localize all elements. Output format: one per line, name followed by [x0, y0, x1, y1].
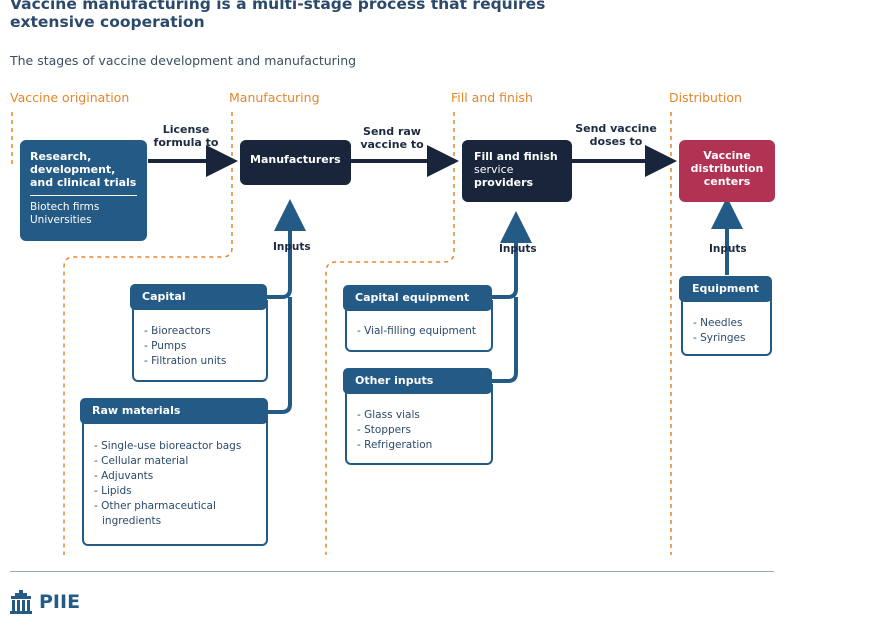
logo-text: PIIE: [39, 591, 81, 613]
list-item: - Single-use bioreactor bags: [94, 440, 242, 452]
footer-divider: [10, 571, 774, 572]
list-item: - Other pharmaceutical: [94, 500, 216, 512]
inputs-label-distribution: Inputs: [709, 243, 747, 255]
page-title: Vaccine manufacturing is a multi-stage p…: [10, 0, 545, 31]
label-send-doses-line-1: Send vaccine: [575, 122, 657, 135]
other-inputs-header: Other inputs: [343, 368, 492, 394]
fill-finish-line-1: Fill and finish: [474, 150, 558, 163]
research-item-biotech: Biotech firms: [30, 201, 100, 213]
label-send-doses-line-2: doses to: [589, 135, 643, 148]
label-send-raw: Send raw vaccine to: [352, 125, 432, 151]
capital-equipment-mfg-list: - Bioreactors - Pumps - Filtration units: [132, 300, 268, 382]
building-icon: [10, 590, 32, 614]
list-item: - Syringes: [693, 332, 746, 344]
research-title-line-1: Research,: [30, 150, 92, 163]
stage-boundaries: [11, 112, 672, 555]
equipment-list: - Needles - Syringes: [681, 292, 772, 356]
stage-heading-distribution: Distribution: [669, 90, 742, 105]
label-send-raw-line-2: vaccine to: [360, 138, 424, 151]
piie-logo: PIIE: [8, 590, 80, 614]
research-title-line-3: and clinical trials: [30, 176, 137, 189]
capital-equipment-ff-header: Capital equipment: [343, 285, 492, 311]
label-send-raw-line-1: Send raw: [363, 125, 421, 138]
list-item: - Cellular material: [94, 455, 189, 467]
label-license-line-2: formula to: [153, 136, 219, 149]
subtitle: The stages of vaccine development and ma…: [10, 53, 357, 68]
list-item: - Glass vials: [357, 409, 420, 421]
distribution-line-2: distribution: [690, 162, 764, 175]
stage-heading-manufacturing: Manufacturing: [229, 90, 320, 105]
research-item-universities: Universities: [30, 214, 92, 226]
connector-manufacturing-inputs: [266, 199, 306, 414]
manufacturers-box: Manufacturers: [240, 140, 351, 185]
label-license-line-1: License: [162, 123, 210, 136]
label-send-doses: Send vaccine doses to: [568, 122, 664, 148]
raw-materials-list: - Single-use bioreactor bags - Cellular …: [82, 415, 268, 546]
research-divider: [30, 195, 137, 196]
stage-heading-origination: Vaccine origination: [10, 90, 130, 105]
list-item: - Adjuvants: [94, 470, 154, 482]
research-box: Research, development, and clinical tria…: [20, 140, 147, 241]
fill-finish-line-2: service: [474, 163, 514, 176]
other-inputs-list: - Glass vials - Stoppers - Refrigeration: [345, 384, 493, 465]
list-item: - Lipids: [94, 485, 132, 497]
list-item: - Vial-filling equipment: [357, 325, 476, 337]
raw-materials-header: Raw materials: [80, 398, 268, 424]
capital-equipment-mfg-header: Capital equipment: [130, 284, 267, 329]
list-item: - Stoppers: [357, 424, 411, 436]
list-item: - Bioreactors: [144, 324, 256, 339]
list-item: - Filtration units: [144, 355, 227, 367]
label-license: License formula to: [150, 123, 222, 149]
equipment-header: Equipment: [679, 276, 772, 302]
stage-heading-fill-finish: Fill and finish: [451, 90, 533, 105]
inputs-label-manufacturing: Inputs: [273, 241, 311, 253]
connector-fill-finish-inputs: [492, 211, 532, 383]
research-title-line-2: development,: [30, 163, 116, 176]
inputs-label-fill-finish: Inputs: [499, 243, 537, 255]
list-item: - Pumps: [144, 340, 187, 352]
list-item: - Refrigeration: [357, 439, 433, 451]
title-line-1: Vaccine manufacturing is a multi-stage p…: [10, 0, 546, 13]
list-item: - Needles: [693, 317, 743, 329]
fill-finish-box: Fill and finish service providers: [462, 140, 572, 202]
distribution-line-1: Vaccine: [703, 149, 751, 162]
title-line-2: extensive cooperation: [10, 13, 205, 31]
fill-finish-line-3: providers: [474, 176, 534, 189]
distribution-centers-box: Vaccine distribution centers: [679, 140, 775, 202]
distribution-line-3: centers: [703, 175, 751, 188]
list-item: ingredients: [102, 515, 162, 527]
